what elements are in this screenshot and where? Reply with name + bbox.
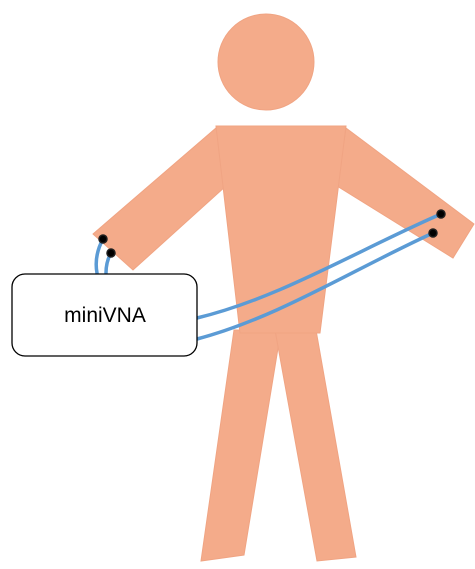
right-wrist-electrode-2 [428, 228, 438, 238]
cable-right-1 [195, 212, 443, 320]
right-leg [274, 329, 357, 562]
left-leg [200, 329, 282, 562]
left-wrist-electrode-1 [98, 234, 108, 244]
cable-right-2 [195, 231, 435, 341]
right-arm [336, 127, 475, 259]
head [217, 13, 315, 111]
left-wrist-electrode-2 [106, 248, 116, 258]
cable-left-1 [94, 237, 105, 275]
torso [215, 125, 347, 334]
minivna-label: miniVNA [64, 304, 146, 327]
right-wrist-electrode-1 [436, 209, 446, 219]
minivna-device-box [11, 273, 198, 357]
